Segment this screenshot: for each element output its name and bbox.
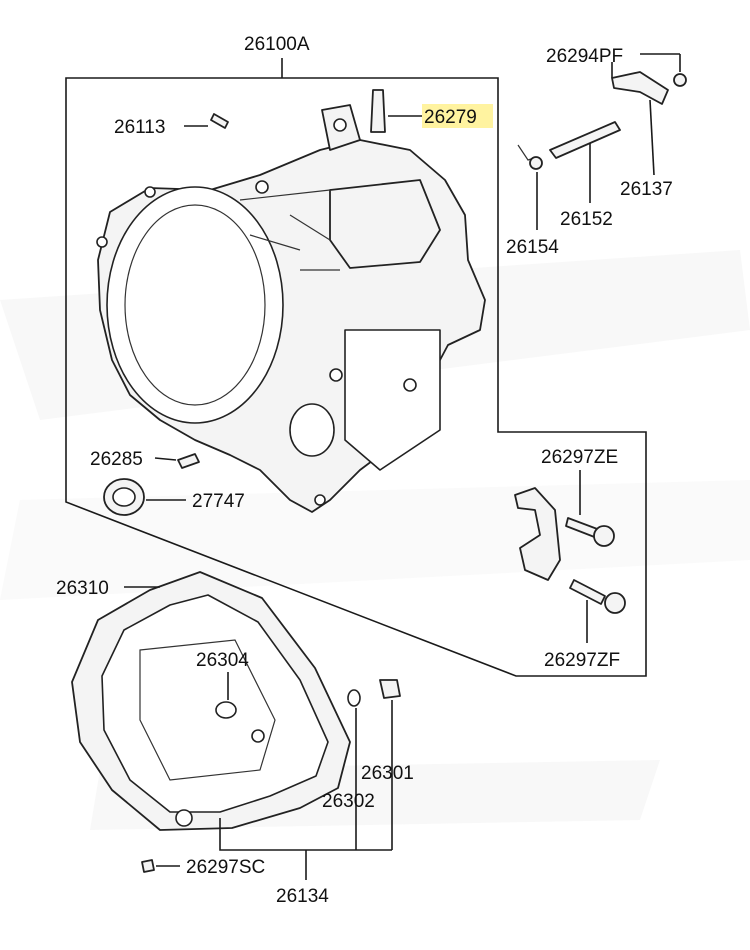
label-26137: 26137 (620, 179, 673, 200)
pin-part (210, 113, 229, 129)
stud-part (370, 89, 386, 133)
label-26301: 26301 (361, 763, 414, 784)
label-26302: 26302 (322, 791, 375, 812)
transmission-case (96, 104, 486, 513)
label-26285: 26285 (90, 449, 143, 470)
leader-26285 (154, 457, 177, 461)
bracket-part (514, 487, 561, 581)
rod-part (549, 121, 621, 159)
leader-26134-bracket (219, 818, 392, 851)
label-26100a: 26100A (244, 34, 310, 55)
label-26279: 26279 (424, 107, 477, 128)
bell-housing-opening (106, 186, 284, 424)
clip-part (611, 71, 669, 105)
oil-pan-part (71, 571, 351, 831)
label-26297ze: 26297ZE (541, 447, 618, 468)
label-26154: 26154 (506, 237, 559, 258)
label-26152: 26152 (560, 209, 613, 230)
bolt-sc-part (141, 859, 155, 873)
assembly-frame (65, 77, 647, 677)
dowel-part (177, 453, 200, 469)
gasket-part (347, 689, 361, 707)
drain-plug-part (379, 679, 401, 699)
highlight-box (422, 104, 493, 128)
label-27747: 27747 (192, 491, 245, 512)
label-26294pf: 26294PF (546, 46, 623, 67)
leader-26137 (649, 99, 655, 176)
bolt-pf-part (673, 73, 687, 87)
label-26310: 26310 (56, 578, 109, 599)
label-26113: 26113 (114, 117, 165, 138)
bolt-zf-part (569, 579, 606, 605)
label-26304: 26304 (196, 650, 249, 671)
retainer-part (529, 156, 543, 170)
label-26297zf: 26297ZF (544, 650, 620, 671)
label-26297sc: 26297SC (186, 857, 265, 878)
label-26134: 26134 (276, 886, 329, 907)
